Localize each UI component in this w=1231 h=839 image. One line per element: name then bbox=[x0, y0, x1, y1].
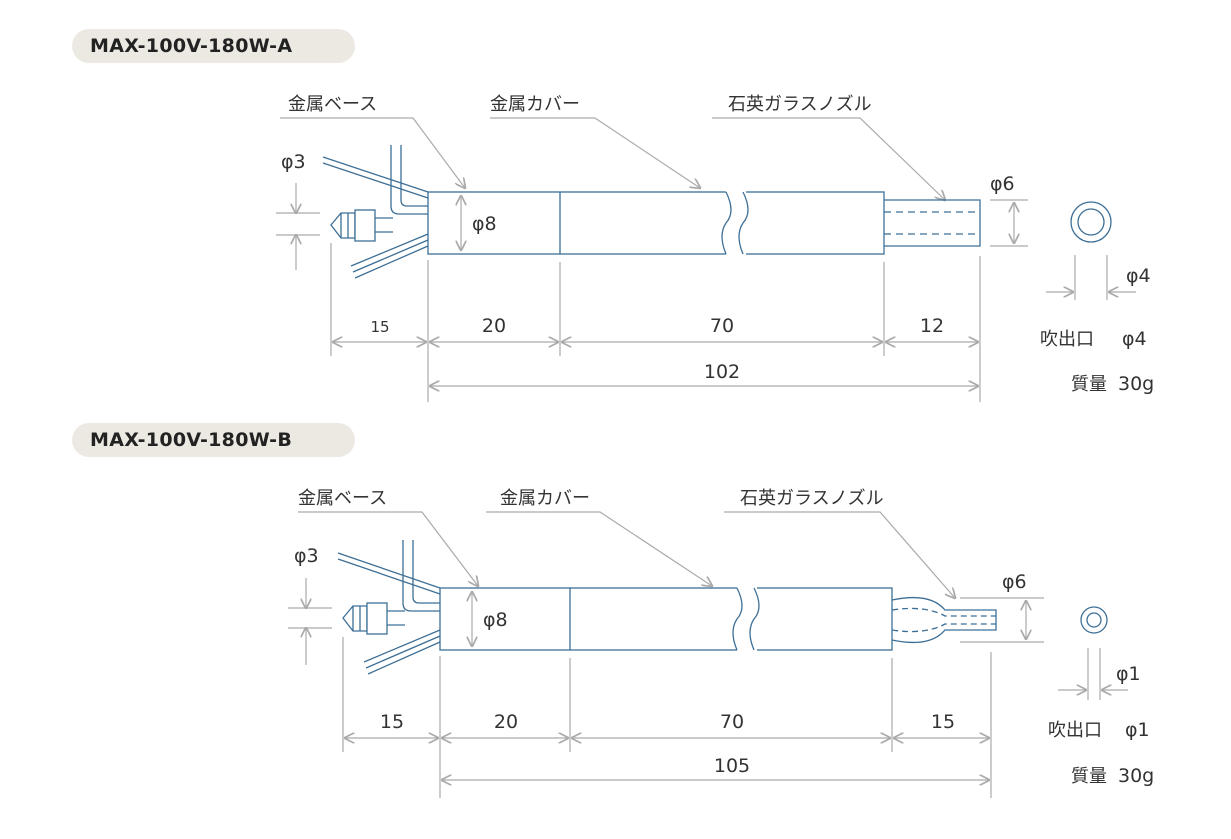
label-cover-b: 金属カバー bbox=[500, 488, 590, 509]
label-base-a: 金属ベース bbox=[288, 94, 377, 115]
mass-value-b: 30g bbox=[1118, 765, 1154, 787]
model-b-drawing: 金属ベース 金属カバー 石英ガラスノズル φ3 φ8 φ6 φ1 15 20 7… bbox=[288, 488, 1154, 798]
dim-tube-length-b: 15 bbox=[380, 711, 404, 733]
outlet-label-b: 吹出口 bbox=[1048, 720, 1102, 741]
label-cover-a: 金属カバー bbox=[490, 94, 580, 115]
dim-base-length-b: 20 bbox=[494, 711, 518, 733]
dim-total-length-a: 102 bbox=[704, 361, 740, 383]
leader-cover-a bbox=[490, 117, 700, 188]
leader-base-a bbox=[280, 117, 465, 188]
leader-nozzle-b bbox=[724, 511, 955, 598]
dim-nozzle-length-b: 15 bbox=[931, 711, 955, 733]
dim-nozzle-diameter-b: φ6 bbox=[1002, 571, 1027, 593]
model-badge-a: MAX-100V-180W-A bbox=[72, 29, 355, 63]
wires-a bbox=[322, 145, 429, 279]
dim-base-length-a: 20 bbox=[482, 315, 506, 337]
label-base-b: 金属ベース bbox=[298, 488, 387, 509]
break-symbol-a bbox=[721, 191, 749, 255]
body-a bbox=[427, 191, 885, 255]
dim-nozzle-diameter-a: φ6 bbox=[990, 173, 1015, 195]
outlet-value-a: φ4 bbox=[1122, 328, 1147, 350]
mass-label-b: 質量 bbox=[1071, 766, 1107, 787]
dim-tube-length-a: 15 bbox=[370, 318, 389, 336]
mass-label-a: 質量 bbox=[1071, 374, 1107, 395]
mass-value-a: 30g bbox=[1118, 373, 1154, 395]
outlet-value-b: φ1 bbox=[1125, 719, 1150, 741]
outlet-label-a: 吹出口 bbox=[1040, 329, 1094, 350]
dim-outlet-ring-a: φ4 bbox=[1126, 265, 1151, 287]
dim-tube-diameter-b: φ3 bbox=[294, 545, 319, 567]
leader-nozzle-a bbox=[712, 117, 945, 200]
connector-a bbox=[330, 209, 393, 242]
nozzle-b bbox=[891, 596, 997, 644]
wires-b bbox=[337, 540, 441, 675]
outlet-view-b bbox=[1080, 606, 1108, 634]
dim-total-length-b: 105 bbox=[714, 755, 750, 777]
dim-outlet-ring-b: φ1 bbox=[1116, 663, 1141, 685]
connector-b bbox=[342, 602, 405, 635]
label-nozzle-a: 石英ガラスノズル bbox=[728, 94, 872, 115]
nozzle-a bbox=[884, 199, 981, 247]
dim-tube-diameter-a: φ3 bbox=[281, 151, 306, 173]
body-b bbox=[439, 587, 893, 651]
leader-base-b bbox=[298, 511, 478, 586]
break-symbol-b bbox=[732, 587, 760, 651]
dim-cover-length-b: 70 bbox=[720, 711, 744, 733]
leader-cover-b bbox=[486, 511, 712, 586]
dim-nozzle-length-a: 12 bbox=[920, 315, 944, 337]
dim-cover-length-a: 70 bbox=[710, 315, 734, 337]
model-a-drawing: 金属ベース 金属カバー 石英ガラスノズル φ3 φ8 φ6 φ4 15 20 7… bbox=[276, 94, 1154, 402]
outlet-view-a bbox=[1070, 201, 1112, 243]
label-nozzle-b: 石英ガラスノズル bbox=[740, 488, 884, 509]
dim-body-diameter-b: φ8 bbox=[483, 609, 508, 631]
dim-body-diameter-a: φ8 bbox=[472, 213, 497, 235]
model-badge-b: MAX-100V-180W-B bbox=[72, 423, 355, 457]
